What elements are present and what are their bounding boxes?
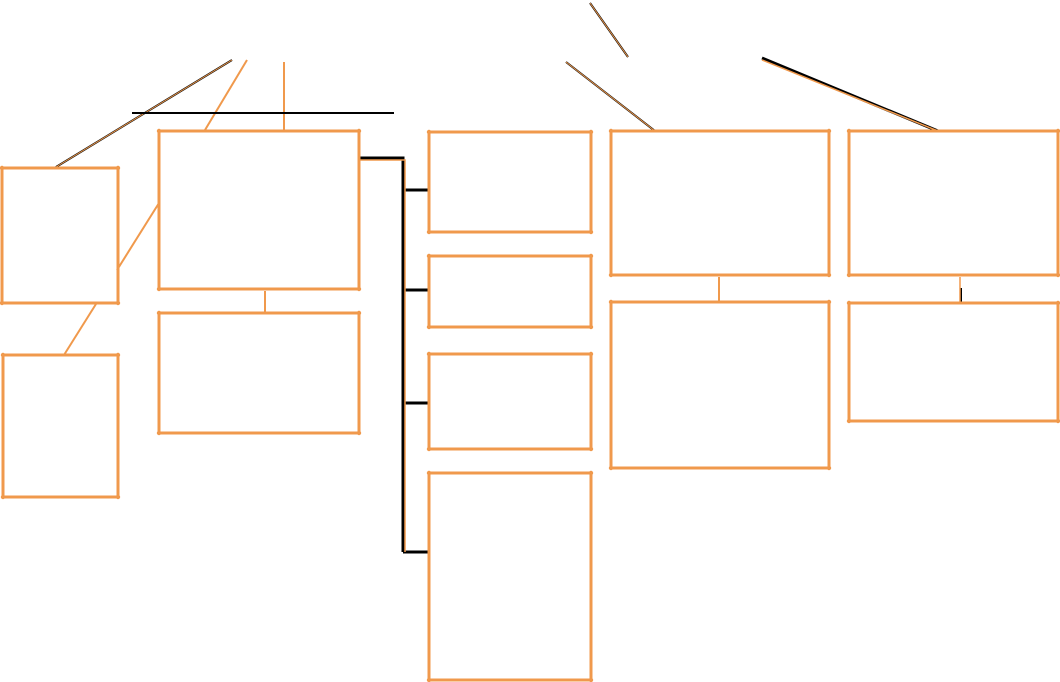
box-corner-handle xyxy=(356,310,362,316)
box-outline xyxy=(157,129,361,291)
box-corner-handle xyxy=(115,300,121,306)
box-center-main xyxy=(156,128,362,292)
box-right-a-top xyxy=(608,128,832,278)
connector-line-top-short-overlay xyxy=(589,2,629,58)
box-outline xyxy=(0,166,120,305)
boxes-group xyxy=(0,128,1060,682)
box-corner-handle xyxy=(426,470,432,476)
box-corner-handle xyxy=(115,165,121,171)
box-corner-handle xyxy=(426,677,432,682)
box-corner-handle xyxy=(156,128,162,134)
connector-line-to-right-a-overlay xyxy=(565,61,656,132)
box-corner-handle xyxy=(156,310,162,316)
box-column-1 xyxy=(426,129,594,235)
box-left-upper xyxy=(0,165,121,306)
box-corner-handle xyxy=(1055,418,1060,424)
box-corner-handle xyxy=(1055,300,1060,306)
connector-line-left-to-center xyxy=(116,202,160,271)
box-corner-handle xyxy=(588,229,594,235)
box-right-b-top xyxy=(846,128,1060,278)
box-corner-handle xyxy=(1055,272,1060,278)
box-corner-handle xyxy=(0,494,6,500)
box-corner-handle xyxy=(115,494,121,500)
box-corner-handle xyxy=(426,351,432,357)
box-column-4 xyxy=(426,470,594,682)
box-corner-handle xyxy=(846,128,852,134)
box-corner-handle xyxy=(588,351,594,357)
box-corner-handle xyxy=(426,446,432,452)
box-corner-handle xyxy=(588,253,594,259)
box-corner-handle xyxy=(588,470,594,476)
box-corner-handle xyxy=(115,352,121,358)
box-corner-handle xyxy=(356,430,362,436)
box-corner-handle xyxy=(356,128,362,134)
box-corner-handle xyxy=(608,128,614,134)
box-corner-handle xyxy=(846,418,852,424)
box-outline xyxy=(1,353,120,499)
box-corner-handle xyxy=(608,465,614,471)
box-center-sub xyxy=(156,310,362,436)
box-corner-handle xyxy=(426,229,432,235)
box-corner-handle xyxy=(0,165,5,171)
box-outline xyxy=(847,301,1060,423)
box-outline xyxy=(609,129,831,277)
box-corner-handle xyxy=(426,129,432,135)
box-outline xyxy=(427,352,593,451)
box-corner-handle xyxy=(426,253,432,259)
box-right-b-bottom xyxy=(846,300,1060,424)
box-column-3 xyxy=(426,351,594,452)
connector-line-to-right-b-overlay xyxy=(761,59,939,132)
box-outline xyxy=(427,254,593,329)
box-corner-handle xyxy=(426,324,432,330)
box-corner-handle xyxy=(356,286,362,292)
box-corner-handle xyxy=(588,324,594,330)
box-corner-handle xyxy=(826,299,832,305)
box-corner-handle xyxy=(588,129,594,135)
box-corner-handle xyxy=(0,300,5,306)
box-corner-handle xyxy=(826,465,832,471)
box-corner-handle xyxy=(608,299,614,305)
box-outline xyxy=(847,129,1060,277)
box-right-a-bottom xyxy=(608,299,832,471)
connector-bracket-dark xyxy=(359,156,429,554)
box-outline xyxy=(157,311,361,435)
box-corner-handle xyxy=(826,272,832,278)
box-corner-handle xyxy=(588,677,594,682)
box-corner-handle xyxy=(1055,128,1060,134)
box-corner-handle xyxy=(846,300,852,306)
box-outline xyxy=(427,471,593,682)
box-outline xyxy=(427,130,593,234)
box-corner-handle xyxy=(608,272,614,278)
connector-group xyxy=(55,2,962,554)
box-corner-handle xyxy=(826,128,832,134)
box-corner-handle xyxy=(156,286,162,292)
box-corner-handle xyxy=(588,446,594,452)
box-corner-handle xyxy=(156,430,162,436)
connector-bracket-orange xyxy=(359,159,406,552)
connector-line-diag-center xyxy=(204,59,248,131)
box-corner-handle xyxy=(0,352,6,358)
box-corner-handle xyxy=(846,272,852,278)
connector-line-left-to-lower xyxy=(63,303,97,356)
box-left-lower xyxy=(0,352,121,500)
box-outline xyxy=(609,300,831,470)
box-column-2 xyxy=(426,253,594,330)
